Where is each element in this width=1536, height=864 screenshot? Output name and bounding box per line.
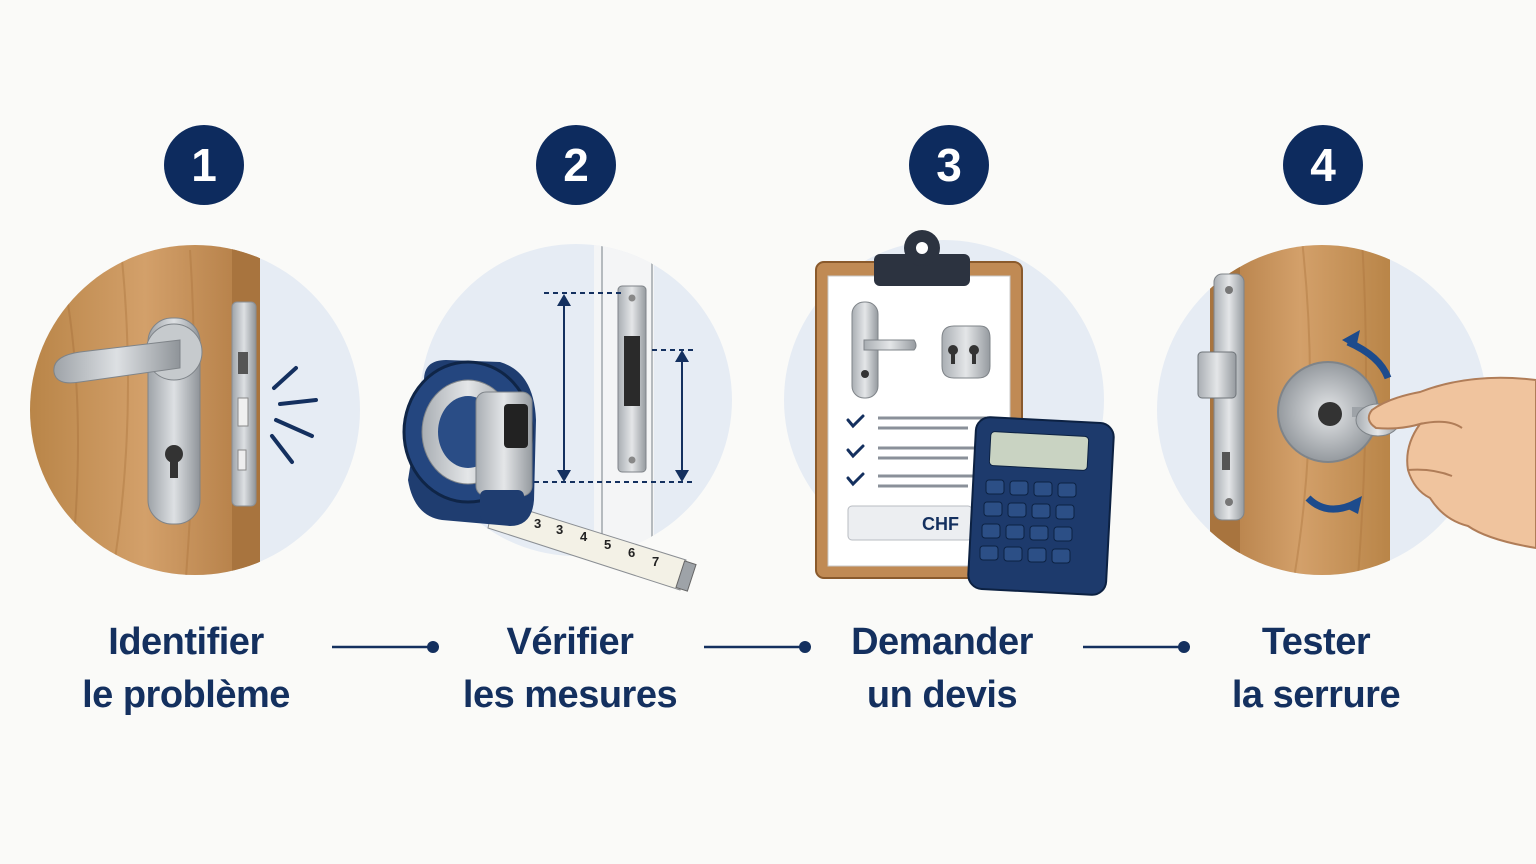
step-title: Vérifier les mesures xyxy=(390,616,750,722)
step-number-badge: 2 xyxy=(536,125,616,205)
tape-number: 3 xyxy=(534,516,541,531)
tape-number: 4 xyxy=(580,529,588,544)
step-title-line-2: un devis xyxy=(866,674,1018,716)
step-title-line-2: la serrure xyxy=(1231,674,1401,716)
arrow-connector-3 xyxy=(1083,641,1190,653)
tape-number: 3 xyxy=(556,522,563,537)
step-4: 4 Tester la serrure xyxy=(1152,0,1536,864)
door-handle-lock-icon xyxy=(30,245,360,575)
step-title-line-1: Identifier xyxy=(108,621,264,663)
calculator-icon xyxy=(967,416,1115,596)
step-title-line-2: le problème xyxy=(82,674,290,716)
tape-number: 7 xyxy=(652,554,659,569)
step-title-line-1: Demander xyxy=(851,621,1033,663)
step-3: CHF 3 Demander un devis xyxy=(768,0,1152,864)
step-title: Tester la serrure xyxy=(1136,616,1496,722)
tape-number: 6 xyxy=(628,545,635,560)
key-in-lock-icon xyxy=(1157,245,1536,575)
step-2: 3 3 4 5 6 7 2 Vérifier les mesures xyxy=(384,0,768,864)
tape-number: 5 xyxy=(604,537,611,552)
tape-measure-icon: 3 3 4 5 6 7 xyxy=(402,244,732,592)
step-number-badge: 3 xyxy=(909,125,989,205)
step-title-line-1: Vérifier xyxy=(506,621,634,663)
step-1: 1 Identifier le problème xyxy=(0,0,384,864)
step-title-line-1: Tester xyxy=(1261,621,1371,663)
arrow-connector-2 xyxy=(704,641,811,653)
step-title-line-2: les mesures xyxy=(462,674,678,716)
step-title: Identifier le problème xyxy=(6,616,366,722)
step-number-badge: 1 xyxy=(164,125,244,205)
price-currency-label: CHF xyxy=(922,514,959,534)
clipboard-calculator-icon: CHF xyxy=(784,230,1115,596)
step-title: Demander un devis xyxy=(762,616,1122,722)
step-number-badge: 4 xyxy=(1283,125,1363,205)
arrow-connector-1 xyxy=(332,641,439,653)
